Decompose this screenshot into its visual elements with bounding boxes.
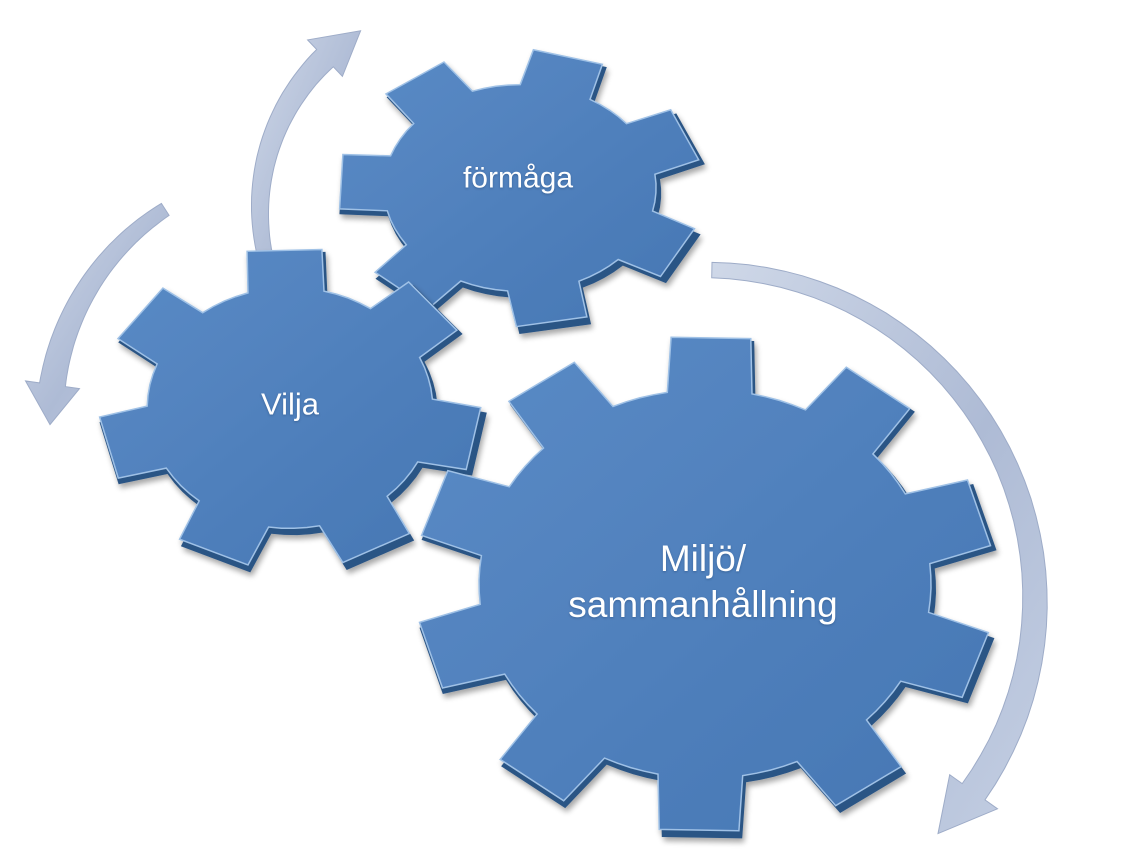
gear-label-miljo: Miljö/ sammanhållning bbox=[568, 536, 837, 629]
gear-label-vilja: Vilja bbox=[261, 386, 319, 425]
arrow-vilja-to-formaga bbox=[251, 30, 362, 304]
gear-label-line: Vilja bbox=[260, 386, 320, 422]
gear-vilja-face bbox=[98, 248, 482, 566]
gear-formaga-face bbox=[338, 48, 700, 328]
gear-label-line: förmåga bbox=[462, 161, 574, 195]
arrow-formaga-to-vilja bbox=[24, 202, 170, 426]
gear-formaga bbox=[338, 48, 705, 335]
gear-label-line: sammanhållning bbox=[568, 584, 838, 625]
gear-miljo-face bbox=[418, 336, 992, 832]
gear-miljo bbox=[418, 336, 997, 839]
gear-label-line: Miljö/ bbox=[659, 537, 747, 579]
gear-vilja bbox=[98, 248, 487, 573]
arrow-miljo-cycle bbox=[711, 261, 1048, 835]
gear-label-formaga: förmåga bbox=[463, 159, 573, 197]
